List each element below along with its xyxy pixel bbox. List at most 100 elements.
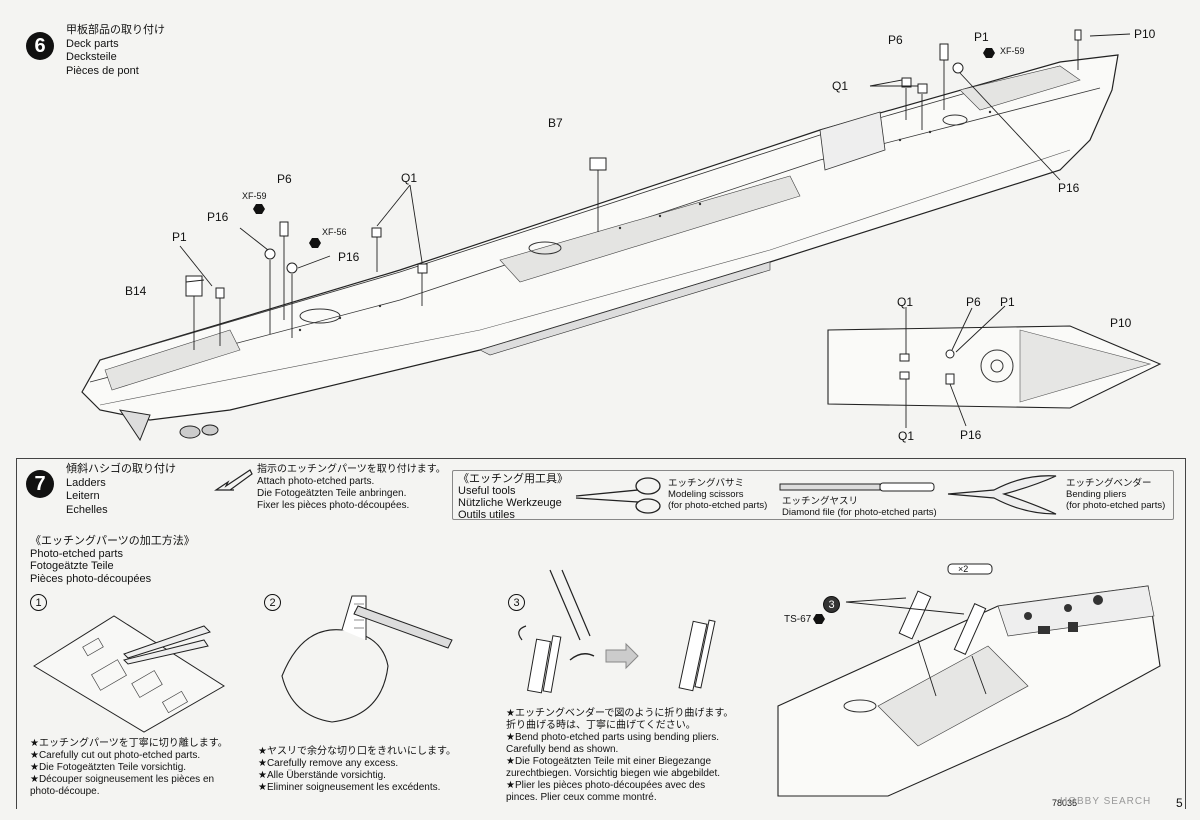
attach-note-fr: Fixer les pièces photo-découpées. bbox=[257, 500, 410, 511]
step-7-badge: 7 bbox=[26, 470, 54, 498]
file-jp: エッチングヤスリ bbox=[782, 496, 859, 507]
substep-3-jp1: ★エッチングベンダーで図のように折り曲げます。 bbox=[506, 708, 734, 719]
tools-header-en: Useful tools bbox=[458, 485, 516, 497]
substep-2-de: ★Alle Überstände vorsichtig. bbox=[258, 770, 386, 781]
label-xf59-top: XF-59 bbox=[1000, 46, 1025, 56]
label-p16-left2: P16 bbox=[338, 250, 360, 264]
step-7-title-en: Ladders bbox=[66, 476, 106, 489]
tools-header-jp: 《エッチング用工具》 bbox=[458, 473, 568, 485]
pliers-caption: エッチングベンダー Bending pliers (for photo-etch… bbox=[1066, 478, 1165, 511]
substep-1-jp: ★エッチングパーツを丁寧に切り離します。 bbox=[30, 738, 228, 749]
attach-arrow-icon bbox=[214, 469, 253, 491]
label-q1-top: Q1 bbox=[832, 79, 849, 93]
label-xf56: XF-56 bbox=[322, 227, 347, 237]
footer-code: 78035 bbox=[1052, 798, 1078, 808]
pe-fret-cutting-illustration bbox=[33, 615, 225, 733]
step-7-title-jp: 傾斜ハシゴの取り付け bbox=[66, 463, 176, 475]
label-b14: B14 bbox=[125, 284, 147, 298]
substep-3-jp2: 折り曲げる時は、丁寧に曲げてください。 bbox=[506, 720, 696, 731]
label-p1-left: P1 bbox=[172, 230, 187, 244]
pe-header-de: Fotogeätzte Teile bbox=[30, 560, 114, 572]
file-icon bbox=[779, 482, 935, 492]
substep-3-caption: ★エッチングベンダーで図のように折り曲げます。 折り曲げる時は、丁寧に曲げてくだ… bbox=[506, 708, 733, 804]
substep-1-de: ★Die Fotogeätzten Teile vorsichtig. bbox=[30, 762, 187, 773]
pe-header: 《エッチングパーツの加工方法》 Photo-etched parts Fotog… bbox=[30, 535, 195, 585]
attach-note-jp: 指示のエッチングパーツを取り付けます。 bbox=[257, 464, 446, 475]
useful-tools-box bbox=[452, 470, 1174, 520]
footer-page-number: 5 bbox=[1176, 796, 1183, 810]
substep-2-en: ★Carefully remove any excess. bbox=[258, 758, 399, 769]
inset-label-p16: P16 bbox=[960, 428, 982, 442]
step-7-title: 傾斜ハシゴの取り付け Ladders Leitern Echelles bbox=[66, 463, 176, 517]
substep-3-en1: ★Bend photo-etched parts using bending p… bbox=[506, 732, 719, 743]
step-6-title-jp: 甲板部品の取り付け bbox=[66, 24, 165, 36]
label-p16-left1: P16 bbox=[207, 210, 229, 224]
substep-2-caption: ★ヤスリで余分な切り口をきれいにします。 ★Carefully remove a… bbox=[258, 746, 456, 794]
scissors-jp: エッチングバサミ bbox=[668, 478, 745, 489]
ship-hull-illustration bbox=[81, 29, 1131, 442]
label-p6-left: P6 bbox=[277, 172, 292, 186]
substep-1-en: ★Carefully cut out photo-etched parts. bbox=[30, 750, 201, 761]
assembly-paint-label: TS-67 bbox=[784, 614, 812, 625]
scissors-icon bbox=[575, 477, 661, 514]
step-7-title-de: Leitern bbox=[66, 490, 100, 502]
substep-1-fr2: photo-découpe. bbox=[30, 786, 100, 797]
label-p16-right: P16 bbox=[1058, 181, 1080, 195]
inset-label-p10: P10 bbox=[1110, 316, 1132, 330]
pe-header-en: Photo-etched parts bbox=[30, 547, 123, 560]
step-6-title-fr: Pièces de pont bbox=[66, 64, 139, 77]
scissors-caption: エッチングバサミ Modeling scissors (for photo-et… bbox=[668, 478, 767, 511]
substep-3-fr2: pinces. Plier ceux comme montré. bbox=[506, 792, 657, 803]
label-p6-top: P6 bbox=[888, 33, 903, 47]
label-xf59-left: XF-59 bbox=[242, 191, 267, 201]
label-p1-top: P1 bbox=[974, 30, 989, 44]
step-6-title-de: Decksteile bbox=[66, 51, 117, 63]
substep-2-fr: ★Eliminer soigneusement les excédents. bbox=[258, 782, 441, 793]
step-6-title-en: Deck parts bbox=[66, 37, 119, 50]
file-caption: エッチングヤスリ Diamond file (for photo-etched … bbox=[782, 496, 937, 518]
bending-illustration bbox=[518, 569, 716, 694]
filing-illustration bbox=[281, 595, 453, 723]
substep-2-number: 2 bbox=[264, 594, 281, 611]
tools-header-fr: Outils utiles bbox=[458, 509, 515, 521]
step-6-title: 甲板部品の取り付け Deck parts Decksteile Pièces d… bbox=[66, 24, 165, 78]
pe-header-jp: 《エッチングパーツの加工方法》 bbox=[30, 535, 195, 547]
inset-label-q1-bottom: Q1 bbox=[898, 429, 915, 443]
assembly-ref-number: 3 bbox=[823, 596, 840, 613]
scissors-en: Modeling scissors bbox=[668, 489, 744, 500]
label-q1-mid: Q1 bbox=[401, 171, 418, 185]
bow-plan-inset bbox=[827, 305, 1162, 428]
substep-3-de1: ★Die Fotogeätzten Teile mit einer Biegez… bbox=[506, 756, 712, 767]
step-6-badge: 6 bbox=[26, 32, 54, 60]
inset-label-q1-top: Q1 bbox=[897, 295, 914, 309]
step-7-frame bbox=[16, 458, 1186, 809]
file-en: Diamond file (for photo-etched parts) bbox=[782, 507, 937, 518]
substep-1-fr1: ★Découper soigneusement les pièces en bbox=[30, 774, 215, 785]
attach-note: 指示のエッチングパーツを取り付けます。 Attach photo-etched … bbox=[257, 464, 446, 512]
scissors-note: (for photo-etched parts) bbox=[668, 500, 768, 511]
pliers-en: Bending pliers bbox=[1066, 489, 1127, 500]
substep-3-number: 3 bbox=[508, 594, 525, 611]
tools-header-de: Nützliche Werkzeuge bbox=[458, 497, 562, 509]
substep-3-de2: zurechtbiegen. Vorsichtig biegen wie abg… bbox=[506, 768, 721, 779]
bending-pliers-icon bbox=[947, 475, 1057, 515]
pliers-jp: エッチングベンダー bbox=[1066, 478, 1152, 489]
substep-1-caption: ★エッチングパーツを丁寧に切り離します。 ★Carefully cut out … bbox=[30, 738, 228, 798]
pe-header-fr: Pièces photo-découpées bbox=[30, 572, 152, 585]
label-b7: B7 bbox=[548, 116, 563, 130]
label-p10-top: P10 bbox=[1134, 27, 1156, 41]
pliers-note: (for photo-etched parts) bbox=[1066, 500, 1166, 511]
ladder-assembly-illustration bbox=[777, 563, 1161, 797]
substep-3-en2: Carefully bend as shown. bbox=[506, 744, 619, 755]
footer-watermark: HOBBY SEARCH bbox=[1060, 796, 1152, 807]
assembly-tag-label: ×2 bbox=[958, 564, 969, 574]
attach-note-de: Die Fotogeätzten Teile anbringen. bbox=[257, 488, 407, 499]
inset-label-p6: P6 bbox=[966, 295, 981, 309]
attach-note-en: Attach photo-etched parts. bbox=[257, 476, 375, 487]
step-7-title-fr: Echelles bbox=[66, 503, 108, 516]
inset-label-p1: P1 bbox=[1000, 295, 1015, 309]
tools-header: 《エッチング用工具》 Useful tools Nützliche Werkze… bbox=[458, 473, 568, 521]
substep-1-number: 1 bbox=[30, 594, 47, 611]
substep-3-fr1: ★Plier les pièces photo-découpées avec d… bbox=[506, 780, 706, 791]
substep-2-jp: ★ヤスリで余分な切り口をきれいにします。 bbox=[258, 746, 456, 757]
